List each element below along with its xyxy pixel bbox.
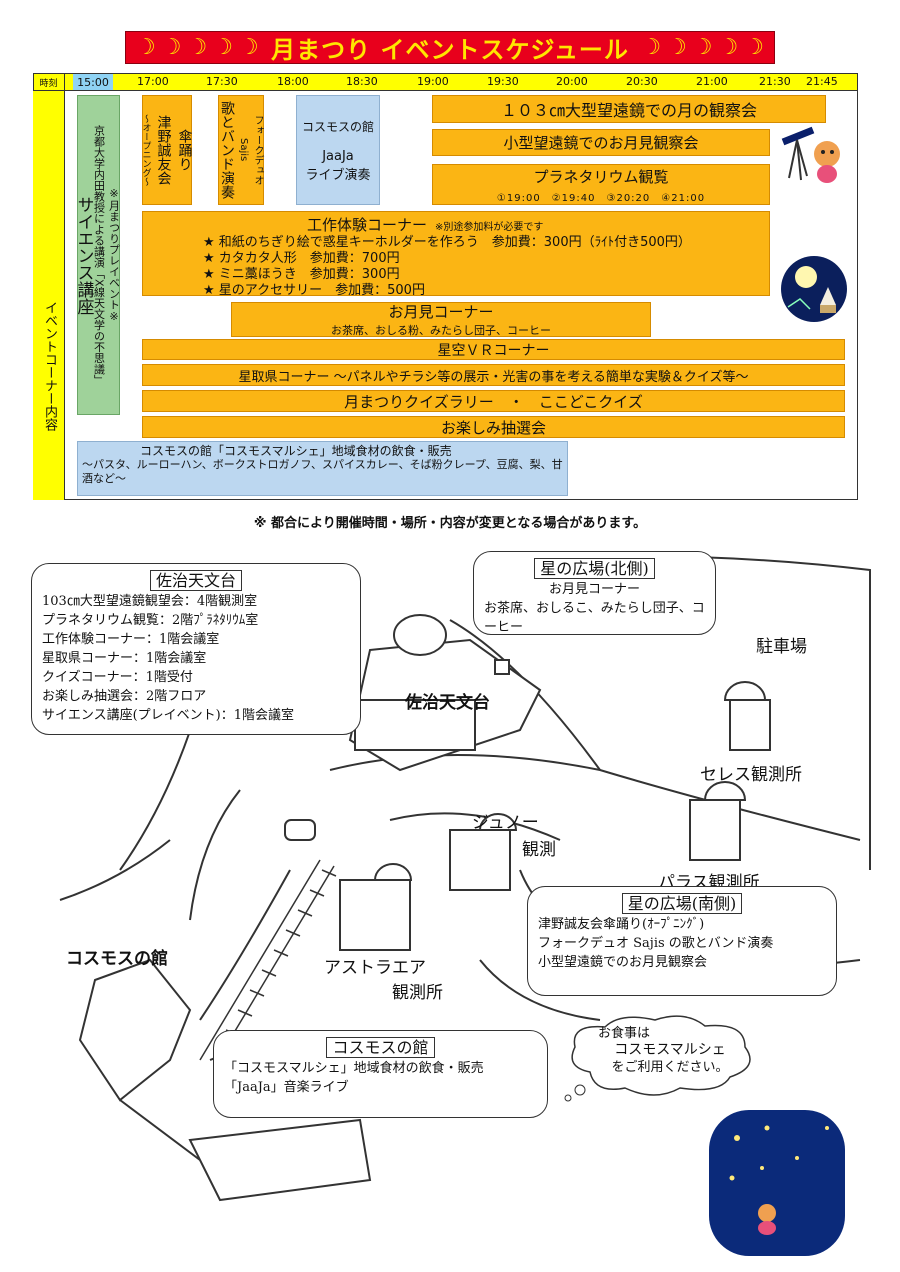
- cloud-bubble: [564, 1015, 751, 1102]
- callout-line: フォークデュオ Sajis の歌とバンド演奏: [538, 936, 774, 951]
- fork-line3: 歌とバンド演奏: [219, 101, 235, 199]
- otsukimi-sub: お茶席、おしる粉、みたらし団子、コーヒー: [331, 324, 551, 337]
- callout-line: お月見コーナー: [548, 582, 640, 597]
- time-tick: 19:30: [487, 75, 519, 88]
- moon-viewing-icon: [781, 256, 847, 322]
- fork-line2: Sajis: [238, 138, 249, 162]
- otsukimi-title: お月見コーナー: [388, 303, 494, 321]
- cosmos-live-line2: JaaJa: [322, 148, 354, 164]
- callout-line: プラネタリウム観覧：2階ﾌﾟﾗﾈﾀﾘｳﾑ室: [42, 613, 259, 628]
- map-label-ceres: セレス観測所: [700, 765, 802, 785]
- science-title: サイエンス講座: [73, 195, 94, 315]
- cosmos-live-line3: ライブ演奏: [305, 167, 371, 183]
- telescope-mascot-icon: [781, 126, 840, 183]
- callout-line: 「コスモスマルシェ」地域食材の飲食・販売: [224, 1061, 484, 1076]
- moon-decoration-left: ☽☽☽☽☽: [136, 35, 259, 60]
- planetarium-title: プラネタリウム観覧: [533, 167, 669, 186]
- cloud-note: お食事は コスモスマルシェ をご利用ください。: [590, 1025, 750, 1076]
- quiz-rally-cell: 月まつりクイズラリー ・ ここどこクイズ: [142, 390, 845, 412]
- lottery-cell: お楽しみ抽選会: [142, 416, 845, 438]
- callout-line: 103㎝大型望遠鏡観望会：4階観測室: [42, 594, 258, 609]
- moon-decoration-right: ☽☽☽☽☽: [641, 35, 764, 60]
- cloud-line1: お食事は: [598, 1026, 651, 1041]
- callout-line: サイエンス講座(プレイベント)：1階会議室: [42, 708, 295, 723]
- callout-north-title: 星の広場(北側): [534, 558, 655, 579]
- callout-line: 津野誠友会傘踊り(ｵｰﾌﾟﾆﾝｸﾞ): [538, 917, 705, 932]
- marche-line2: ～パスタ、ルーローハン、ボークストロガノフ、スパイスカレー、そば粉クレープ、豆腐…: [82, 458, 563, 485]
- vr-corner-cell: 星空ＶＲコーナー: [142, 339, 845, 360]
- craft-item: ★ 和紙のちぎり絵で惑星キーホルダーを作ろう 参加費：300円（ﾗｲﾄ付き500…: [203, 235, 691, 250]
- callout-star-plaza-south: 星の広場(南側) 津野誠友会傘踊り(ｵｰﾌﾟﾆﾝｸﾞ) フォークデュオ Saji…: [527, 886, 837, 996]
- time-tick: 21:45: [806, 75, 838, 88]
- time-tick: 19:00: [417, 75, 449, 88]
- callout-cosmos: コスモスの館 「コスモスマルシェ」地域食材の飲食・販売 「JaaJa」音楽ライブ: [213, 1030, 548, 1118]
- callout-line: 工作体験コーナー：1階会議室: [42, 632, 220, 647]
- callout-cosmos-title: コスモスの館: [326, 1037, 435, 1058]
- cloud-line2: コスモスマルシェ: [614, 1042, 726, 1058]
- cosmos-live-cell: コスモスの館 JaaJa ライブ演奏: [296, 95, 380, 205]
- callout-line: 「JaaJa」音楽ライブ: [224, 1080, 349, 1095]
- umbrella-opening: ～オープニング～: [140, 114, 151, 186]
- callout-saji-title: 佐治天文台: [149, 570, 242, 591]
- time-header-row: [33, 73, 858, 91]
- small-telescope-cell: 小型望遠鏡でのお月見観察会: [432, 129, 770, 156]
- time-tick: 20:30: [626, 75, 658, 88]
- time-tick: 15:00: [73, 74, 113, 90]
- umbrella-dance-cell: ～オープニング～ 津野誠友会 傘踊り: [140, 95, 193, 205]
- science-sub2: ※月まつりプレイベント※: [107, 187, 121, 323]
- map-label-saji: 佐治天文台: [405, 693, 490, 713]
- folk-duo-cell: 歌とバンド演奏 Sajis フォークデュオ: [218, 95, 264, 205]
- cosmos-live-line1: コスモスの館: [301, 119, 374, 134]
- planetarium-cell: プラネタリウム観覧 ①19:00 ②19:40 ③20:20 ④21:00: [432, 164, 770, 205]
- callout-line: お楽しみ抽選会：2階フロア: [42, 689, 207, 704]
- map-label-juno: ジュノー: [472, 813, 539, 833]
- site-map-illustration: [59, 555, 871, 1202]
- science-lecture-cell: サイエンス講座 京都大学内田教授による講演「X線天文学の不思議」 ※月まつりプレ…: [73, 95, 121, 415]
- time-tick: 17:30: [206, 75, 238, 88]
- time-tick: 18:30: [346, 75, 378, 88]
- hoshitori-corner-cell: 星取県コーナー ～パネルやチラシ等の展示・光害の事を考える簡単な実験＆クイズ等～: [142, 364, 845, 386]
- map-label-parking: 駐車場: [756, 637, 807, 657]
- science-sub1: 京都大学内田教授による講演「X線天文学の不思議」: [92, 124, 106, 386]
- craft-note: ※別途参加料が必要です: [435, 222, 544, 233]
- time-tick: 18:00: [277, 75, 309, 88]
- fork-line1: フォークデュオ: [252, 115, 263, 185]
- cloud-line3: をご利用ください。: [611, 1060, 729, 1075]
- callout-line: お茶席、おしるこ、みたらし団子、コーヒー: [484, 601, 705, 635]
- telescope-103-cell: １０３㎝大型望遠鏡での月の観察会: [432, 95, 826, 123]
- time-tick: 21:30: [759, 75, 791, 88]
- craft-item: ★ ミニ藁ほうき 参加費：300円: [203, 267, 400, 282]
- umbrella-line2: 傘踊り: [176, 129, 193, 171]
- time-tick: 21:00: [696, 75, 728, 88]
- map-label-juno-2: 観測: [522, 840, 556, 860]
- crescent-moon-illustration: [709, 1110, 845, 1256]
- craft-item: ★ 星のアクセサリー 参加費：500円: [203, 283, 425, 298]
- page-title: 月まつり イベントスケジュール: [271, 36, 629, 64]
- change-notice: ※ 都合により開催時間・場所・内容が変更となる場合があります。: [253, 516, 647, 531]
- planetarium-times: ①19:00 ②19:40 ③20:20 ④21:00: [496, 192, 706, 204]
- time-tick: 20:00: [556, 75, 588, 88]
- time-tick: 17:00: [137, 75, 169, 88]
- time-corner-label: 時刻: [33, 73, 65, 91]
- callout-line: 星取県コーナー：1階会議室: [42, 651, 207, 666]
- callout-line: クイズコーナー：1階受付: [42, 670, 193, 685]
- map-label-cosmos: コスモスの館: [66, 949, 168, 969]
- marche-line1: コスモスの館「コスモスマルシェ」地域食材の飲食・販売: [140, 444, 452, 458]
- side-label: イベントコーナー内容: [42, 301, 57, 431]
- umbrella-line1: 津野誠友会: [155, 115, 172, 185]
- side-label-column: イベントコーナー内容: [33, 91, 65, 500]
- craft-title: 工作体験コーナー: [307, 216, 428, 234]
- craft-item: ★ カタカタ人形 参加費：700円: [203, 251, 400, 266]
- callout-south-title: 星の広場(南側): [621, 893, 743, 914]
- title-banner: ☽☽☽☽☽ 月まつり イベントスケジュール ☽☽☽☽☽: [125, 31, 775, 64]
- callout-saji-observatory: 佐治天文台 103㎝大型望遠鏡観望会：4階観測室 プラネタリウム観覧：2階ﾌﾟﾗ…: [31, 563, 361, 735]
- craft-corner-cell: 工作体験コーナー ※別途参加料が必要です ★ 和紙のちぎり絵で惑星キーホルダーを…: [142, 211, 770, 298]
- moon-viewing-corner-cell: お月見コーナー お茶席、おしる粉、みたらし団子、コーヒー: [231, 302, 651, 337]
- callout-line: 小型望遠鏡でのお月見観察会: [538, 955, 708, 970]
- map-label-astraea-2: 観測所: [392, 983, 443, 1003]
- cosmos-marche-cell: コスモスの館「コスモスマルシェ」地域食材の飲食・販売 ～パスタ、ルーローハン、ボ…: [77, 441, 568, 496]
- map-label-astraea: アストラエア: [324, 958, 426, 978]
- callout-star-plaza-north: 星の広場(北側) お月見コーナー お茶席、おしるこ、みたらし団子、コーヒー: [473, 551, 716, 635]
